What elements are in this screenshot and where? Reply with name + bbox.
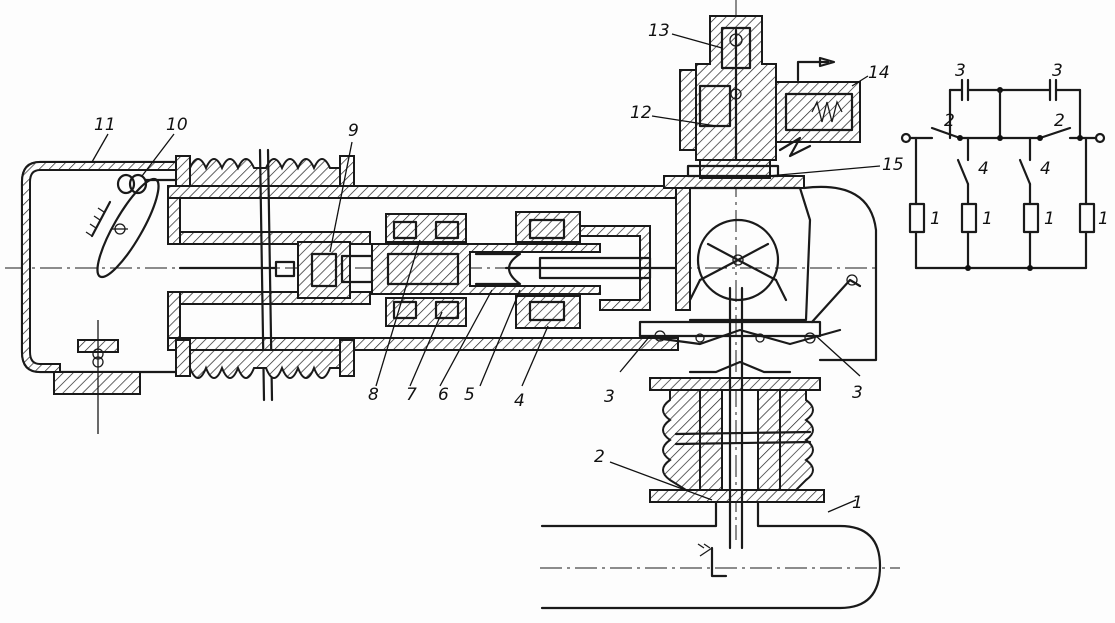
capacitor-label: 3 <box>1052 61 1063 81</box>
frame-11 <box>20 160 184 434</box>
callout-numbers: 1 2 3 3 4 5 6 7 8 9 10 11 12 13 14 15 <box>94 21 904 513</box>
resistor-label: 1 <box>1044 209 1055 229</box>
equivalent-circuit <box>900 78 1106 271</box>
callout-4: 4 <box>514 391 525 411</box>
switch-label: 4 <box>1040 159 1051 179</box>
callout-13: 13 <box>648 21 670 41</box>
schematic-labels: 3 3 2 2 4 4 1 1 1 1 <box>930 61 1109 229</box>
upper-bellows <box>175 148 355 402</box>
switch-label: 4 <box>978 159 989 179</box>
lower-bellows <box>175 339 355 379</box>
linkage-3 <box>638 274 862 346</box>
part-9 <box>178 241 374 299</box>
contact-assembly-4-5-6 <box>474 211 692 329</box>
callout-12: 12 <box>630 103 652 123</box>
resistor-label: 1 <box>1098 209 1109 229</box>
callout-7: 7 <box>406 385 417 405</box>
callout-11: 11 <box>94 115 116 135</box>
callout-3: 3 <box>604 387 615 407</box>
resistor-label: 1 <box>930 209 941 229</box>
callout-10: 10 <box>166 115 188 135</box>
callout-9: 9 <box>348 121 359 141</box>
callout-15: 15 <box>882 155 904 175</box>
callout-3: 3 <box>852 383 863 403</box>
callout-2: 2 <box>594 447 605 467</box>
outer-tube <box>167 185 679 351</box>
switch-label: 2 <box>1054 111 1065 131</box>
callout-leaders <box>91 33 881 513</box>
callout-1: 1 <box>852 493 863 513</box>
resistor-label: 1 <box>982 209 993 229</box>
callout-8: 8 <box>368 385 379 405</box>
switch-label: 2 <box>944 111 955 131</box>
contact-assembly-7-8 <box>371 213 601 327</box>
capacitor-label: 3 <box>955 61 966 81</box>
callout-14: 14 <box>868 63 890 83</box>
auxiliary-unit <box>679 15 861 179</box>
tank-1 <box>540 500 900 610</box>
callout-6: 6 <box>438 385 449 405</box>
callout-5: 5 <box>464 385 475 405</box>
vertical-insulator <box>649 286 825 550</box>
